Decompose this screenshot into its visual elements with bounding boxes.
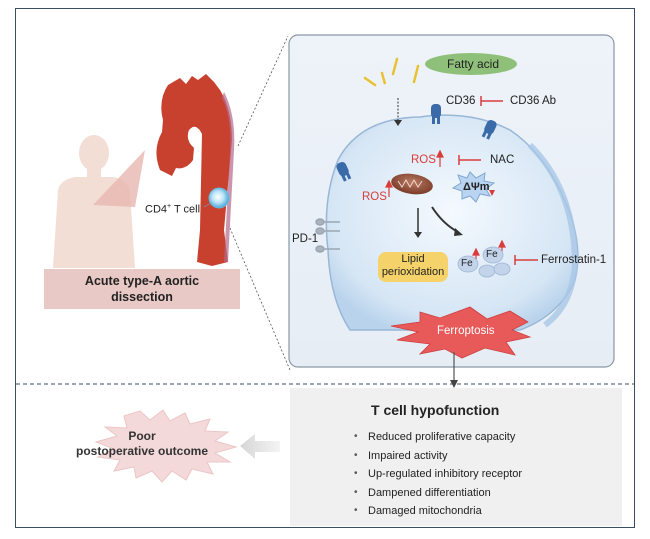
cd4-t-cell-label: CD4+ T cell	[145, 203, 200, 216]
cd36-receptor-icon	[431, 104, 441, 124]
pd1-receptor-icon	[315, 218, 340, 253]
hypofunction-item: Dampened differentiation	[340, 484, 522, 503]
delta-psi-m-label: ΔΨm	[463, 181, 490, 193]
aorta-icon	[156, 74, 235, 266]
fatty-acid-badge	[425, 53, 517, 75]
inhibit-fe	[514, 255, 538, 265]
cd36-ab-label: CD36 Ab	[510, 95, 557, 107]
cd4-superscript: +	[167, 203, 172, 210]
fatty-acid-label: Fatty acid	[447, 57, 500, 71]
disease-label: Acute type-A aortic dissection	[44, 269, 240, 309]
cd36-receptor-icon	[481, 119, 497, 140]
fatty-acid-molecules-icon	[363, 57, 420, 87]
lipid-line1: Lipid	[401, 253, 425, 265]
hypofunction-item: Up-regulated inhibitory receptor	[340, 465, 522, 484]
inhibit-ros	[458, 155, 481, 165]
hypofunction-title: T cell hypofunction	[371, 402, 500, 418]
disease-label-line2: dissection	[111, 290, 173, 304]
hypofunction-item: Reduced proliferative capacity	[340, 428, 522, 447]
poor-outcome-burst	[94, 409, 238, 483]
cd4-text: CD4	[145, 203, 168, 216]
ferrostatin-label: Ferrostatin-1	[541, 254, 607, 266]
zoom-line-top	[237, 35, 289, 147]
ferroptosis-label: Ferroptosis	[437, 325, 495, 337]
disease-label-line1: Acute type-A aortic	[84, 274, 200, 288]
left-arrow-icon	[240, 434, 280, 459]
outcome-line1: Poor	[128, 429, 156, 443]
t-cell-icon	[208, 187, 230, 209]
t-cell-text: T cell	[171, 203, 201, 216]
nac-label: NAC	[490, 154, 515, 166]
iron-ions-icon	[457, 246, 511, 278]
outcome-line2: postoperative outcome	[75, 444, 209, 458]
lipid-line2: perioxidation	[381, 266, 445, 278]
hypofunction-item: Impaired activity	[340, 447, 522, 466]
zoom-wedge	[93, 150, 145, 207]
fe-label-2: Fe	[486, 249, 498, 260]
ferroptosis-burst	[390, 306, 532, 359]
lipid-peroxidation-badge	[378, 252, 448, 282]
hypofunction-list: Reduced proliferative capacity Impaired …	[340, 428, 522, 521]
pd1-label: PD-1	[292, 233, 319, 245]
hypofunction-item: Damaged mitochondria	[340, 502, 522, 521]
cd36-receptor-icon	[336, 161, 352, 182]
cd36-label: CD36	[446, 95, 476, 107]
membrane-potential-burst	[451, 171, 496, 203]
fe-label-1: Fe	[461, 258, 473, 269]
ros-top-label: ROS	[411, 154, 436, 166]
inhibit-cd36	[480, 96, 503, 106]
zoom-line-bottom	[229, 227, 291, 371]
ros-left-label: ROS	[362, 191, 387, 203]
up-arrow-icons	[385, 149, 506, 261]
down-arrow-icon	[489, 190, 495, 196]
